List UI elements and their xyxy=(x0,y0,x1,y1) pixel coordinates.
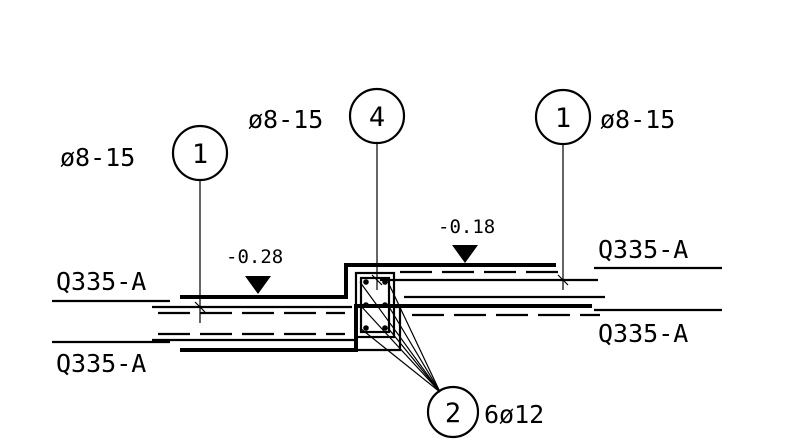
material-top-left: Q335-A xyxy=(52,267,170,303)
elevation-label: -0.18 xyxy=(438,216,495,238)
stirrup-outer xyxy=(354,271,396,339)
leader-tick xyxy=(371,274,383,286)
rebar-dot xyxy=(382,325,388,331)
callout-middle: 4 ø8-15 xyxy=(248,87,406,290)
right-slab-rebar xyxy=(380,270,605,317)
material-bottom-right: Q335-A xyxy=(594,308,722,348)
callout-left: 1 ø8-15 xyxy=(60,124,229,323)
stirrup-hook xyxy=(356,305,402,352)
material-label: Q335-A xyxy=(598,235,688,264)
rebar-dot xyxy=(382,302,388,308)
leader-line xyxy=(359,304,441,393)
callout-right: 1 ø8-15 xyxy=(534,88,675,290)
rebar-dot xyxy=(363,325,369,331)
callout-number: 1 xyxy=(192,139,208,170)
slab-top-surface xyxy=(180,263,556,299)
leader-line xyxy=(359,281,441,393)
leader-line xyxy=(387,304,441,393)
leader-line xyxy=(359,327,441,393)
callout-label: 6ø12 xyxy=(484,400,544,429)
elevation-label: -0.28 xyxy=(226,246,283,268)
material-label: Q335-A xyxy=(598,319,688,348)
material-label: Q335-A xyxy=(56,349,146,378)
material-bottom-left: Q335-A xyxy=(52,340,170,378)
rebar-dot xyxy=(363,302,369,308)
callout-number: 1 xyxy=(555,103,571,134)
rebar-dot xyxy=(363,279,369,285)
elevation-low: -0.28 xyxy=(226,246,283,294)
left-slab-rebar xyxy=(152,305,356,342)
callout-circle xyxy=(426,385,480,439)
leader-line xyxy=(387,281,441,393)
material-top-right: Q335-A xyxy=(594,235,722,270)
elevation-triangle xyxy=(452,245,478,263)
material-label: Q335-A xyxy=(56,267,146,296)
leader-tick xyxy=(557,274,569,286)
callout-label: ø8-15 xyxy=(60,143,135,172)
elevation-high: -0.18 xyxy=(438,216,495,263)
rebar-dot xyxy=(382,279,388,285)
callout-number: 2 xyxy=(445,398,461,429)
callout-label: ø8-15 xyxy=(600,105,675,134)
elevation-triangle xyxy=(245,276,271,294)
callout-number: 4 xyxy=(369,102,385,133)
callout-bottom: 2 6ø12 xyxy=(359,281,544,439)
beam-cross-section xyxy=(354,271,402,352)
leader-tick xyxy=(194,301,206,313)
leader-line xyxy=(387,327,441,393)
callout-label: ø8-15 xyxy=(248,105,323,134)
